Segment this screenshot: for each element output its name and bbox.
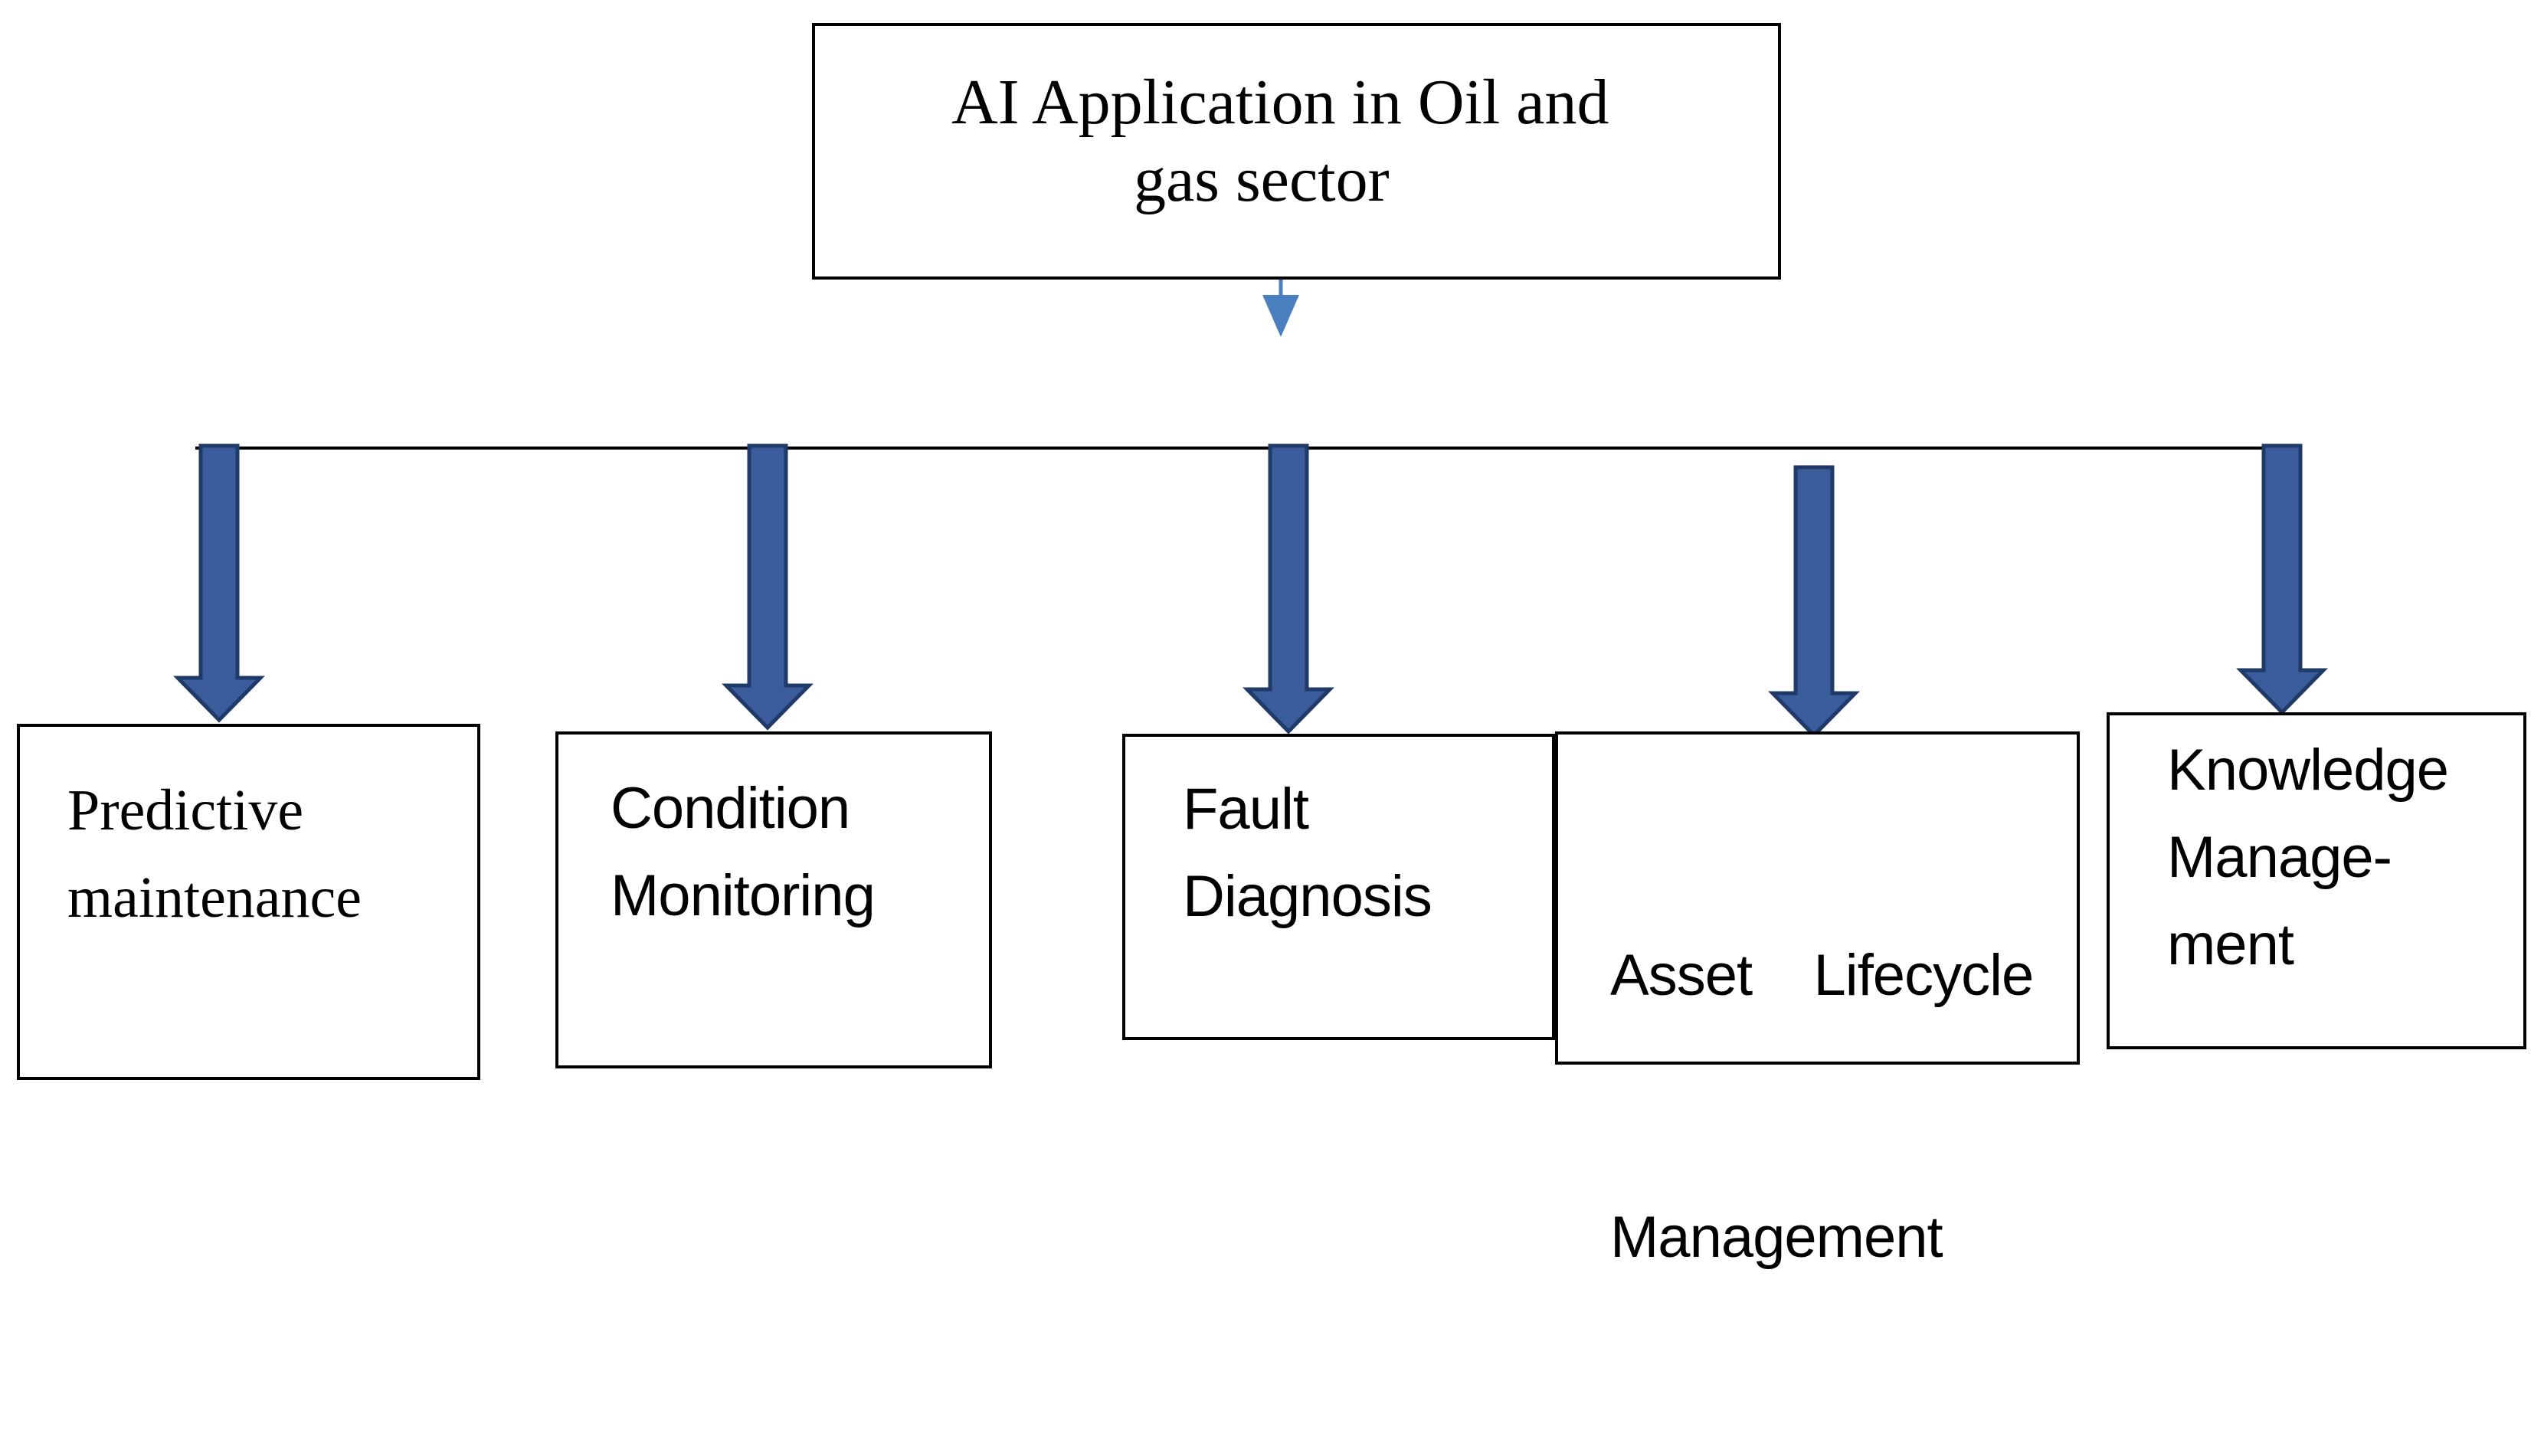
arrow-to-predictive-maintenance bbox=[173, 443, 265, 723]
arrow-to-asset-lifecycle-management bbox=[1768, 465, 1860, 738]
condition-monitoring-label: Condition Monitoring bbox=[611, 765, 876, 940]
arrow-to-condition-monitoring bbox=[722, 443, 814, 731]
arrow-to-fault-diagnosis bbox=[1243, 443, 1334, 735]
knowledge-management-line-3: ment bbox=[2167, 912, 2294, 977]
fault-diagnosis-box: Fault Diagnosis bbox=[1122, 734, 1555, 1040]
condition-monitoring-line-1: Condition bbox=[611, 776, 850, 841]
asset-lifecycle-management-box: Asset Lifecycle Management bbox=[1555, 731, 2080, 1270]
predictive-maintenance-box: Predictive maintenance bbox=[17, 724, 480, 1080]
asset-lifecycle-management-label: Asset Lifecycle Management bbox=[1610, 757, 2034, 1456]
root-title-line-1: AI Application in Oil and bbox=[951, 67, 1609, 138]
root-title-line-2: gas sector bbox=[1134, 143, 1390, 215]
knowledge-management-label: Knowledge Manage- ment bbox=[2167, 727, 2449, 989]
asset-lifecycle-management-line-1: Asset Lifecycle bbox=[1610, 943, 2034, 1008]
root-title: AI Application in Oil and gas sector bbox=[951, 64, 1609, 219]
knowledge-management-line-1: Knowledge bbox=[2167, 738, 2449, 803]
condition-monitoring-line-2: Monitoring bbox=[611, 863, 876, 928]
predictive-maintenance-line-2: maintenance bbox=[67, 865, 362, 930]
connector-layer bbox=[173, 169, 2328, 738]
knowledge-management-line-2: Manage- bbox=[2167, 825, 2392, 890]
fault-diagnosis-line-1: Fault bbox=[1183, 777, 1309, 842]
fault-diagnosis-label: Fault Diagnosis bbox=[1183, 766, 1432, 941]
predictive-maintenance-label: Predictive maintenance bbox=[67, 767, 362, 941]
condition-monitoring-box: Condition Monitoring bbox=[555, 731, 992, 1068]
root-connector-arrowhead bbox=[1262, 295, 1299, 337]
predictive-maintenance-line-1: Predictive bbox=[67, 778, 304, 843]
arrow-to-knowledge-management bbox=[2236, 443, 2328, 715]
fault-diagnosis-line-2: Diagnosis bbox=[1183, 864, 1432, 929]
root-box: AI Application in Oil and gas sector bbox=[812, 23, 1781, 280]
hierarchy-diagram: AI Application in Oil and gas sector Pre… bbox=[17, 23, 2526, 1270]
knowledge-management-box: Knowledge Manage- ment bbox=[2107, 712, 2526, 1049]
asset-lifecycle-management-line-2: Management bbox=[1610, 1205, 1943, 1270]
